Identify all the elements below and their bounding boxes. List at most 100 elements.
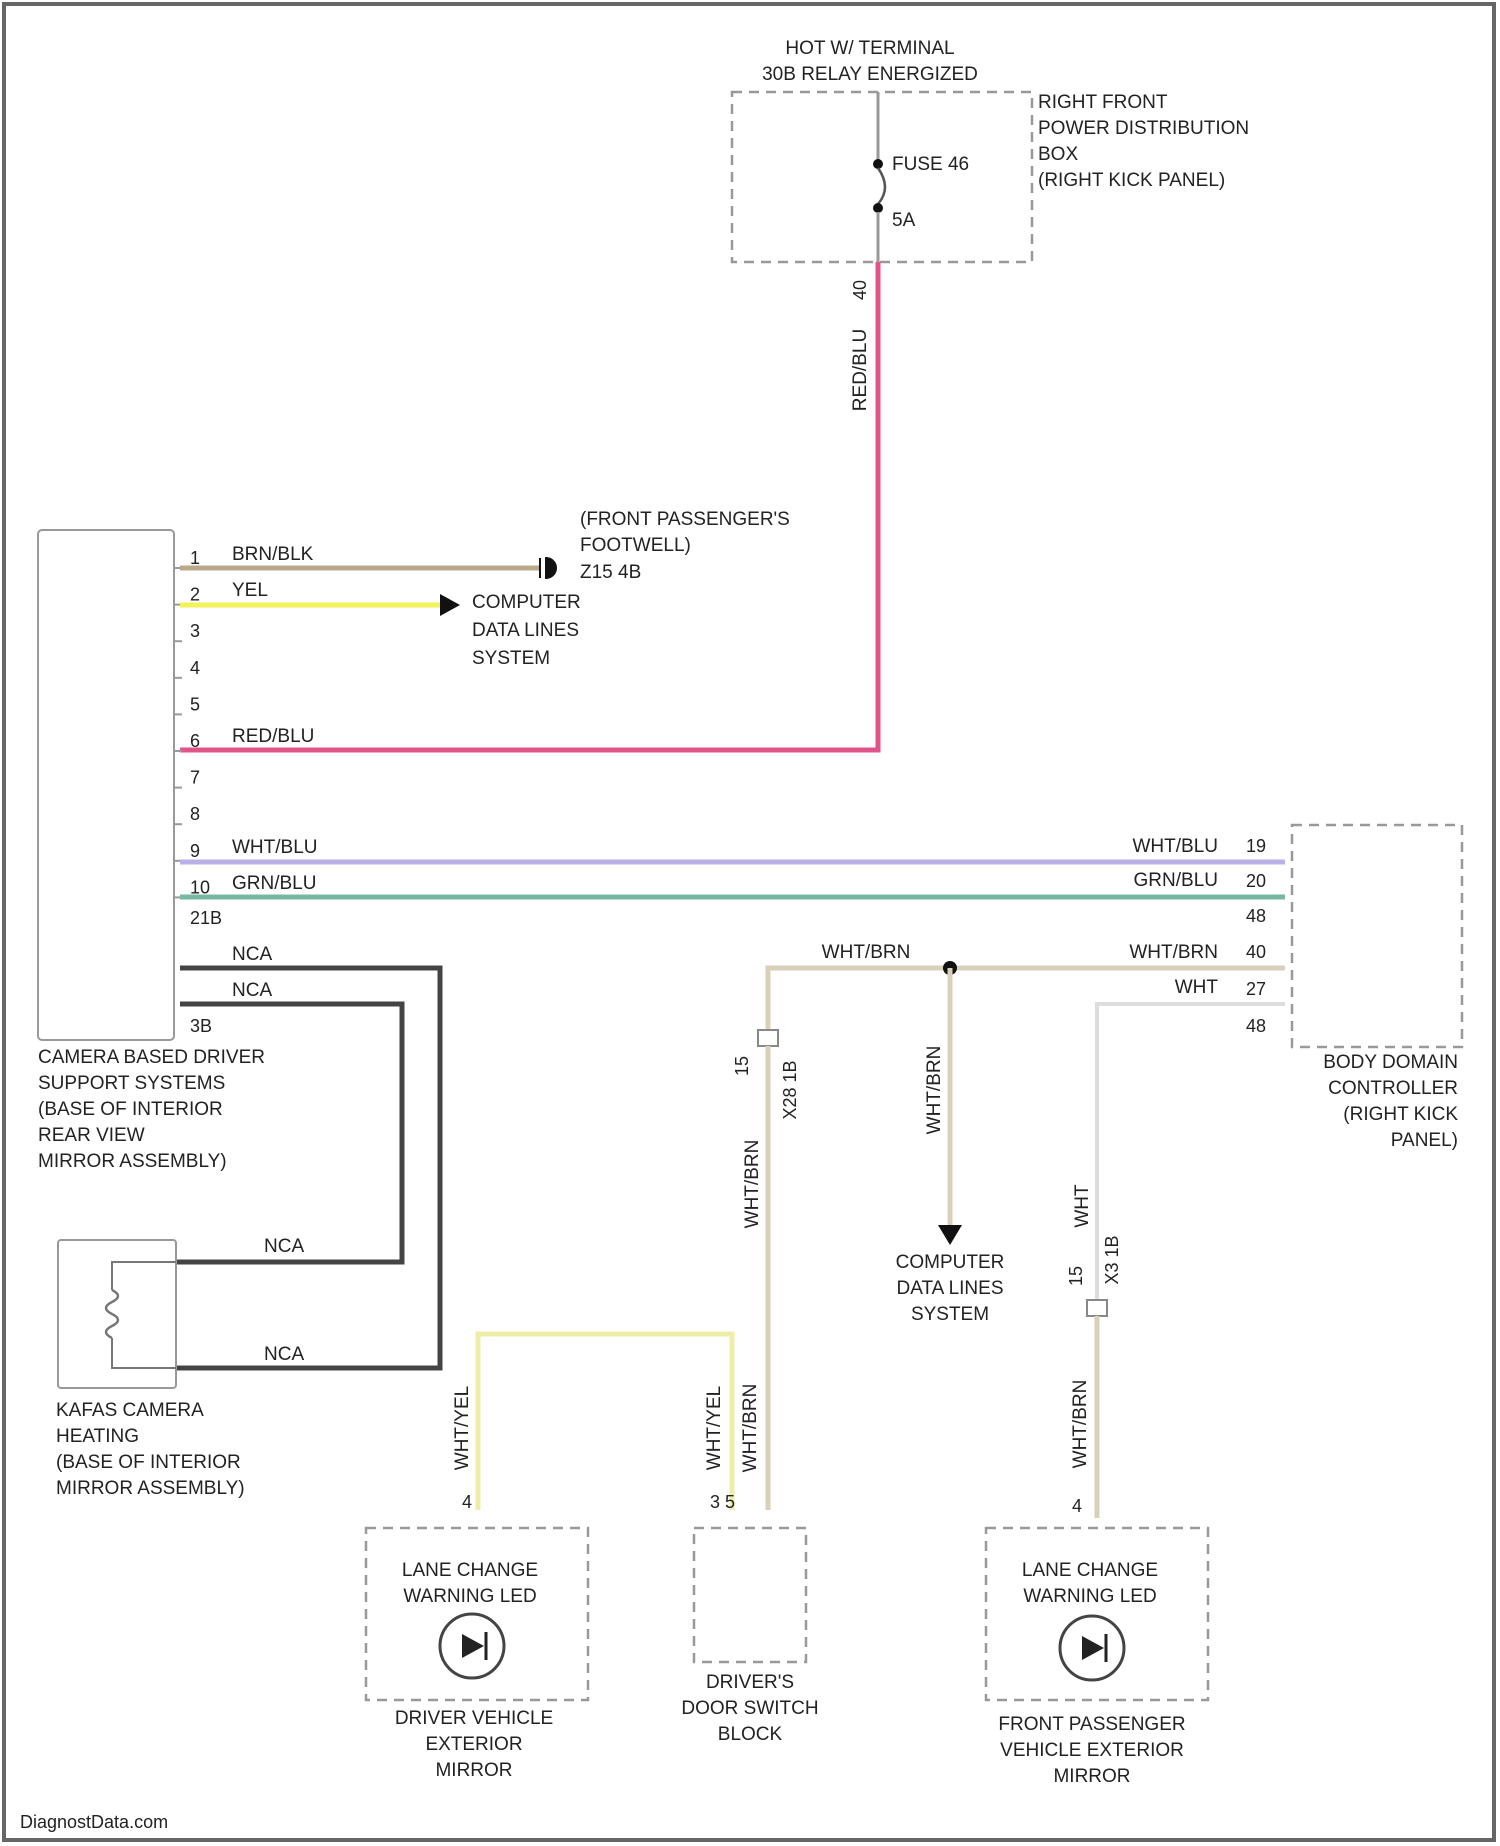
passenger-led-diode-icon	[1082, 1636, 1104, 1660]
bdc-pin-27: 27	[1246, 979, 1266, 999]
power-box-line1: RIGHT FRONT	[1038, 92, 1168, 113]
fuse-terminal-top	[873, 159, 883, 169]
bdc-wire-wht-brn: WHT/BRN	[1129, 942, 1218, 963]
passenger-mirror-inner-line1: LANE CHANGE	[1022, 1560, 1158, 1581]
heater-line2: HEATING	[56, 1426, 139, 1447]
passenger-mirror-outline	[986, 1528, 1208, 1700]
ground-line1: (FRONT PASSENGER'S	[580, 509, 790, 530]
diagram-border	[4, 4, 1494, 1840]
camera-pin-2: 2	[190, 585, 200, 605]
camera-line1: CAMERA BASED DRIVER	[38, 1047, 265, 1068]
bdc-wire-wht-blu: WHT/BLU	[1133, 836, 1219, 857]
camera-line4: REAR VIEW	[38, 1125, 145, 1146]
connector-x28-shape	[758, 1030, 778, 1046]
camera-pin-4: 4	[190, 658, 200, 678]
wire-wht	[1097, 1004, 1285, 1300]
power-box-line2: POWER DISTRIBUTION	[1038, 118, 1249, 139]
passenger-exterior-mirror: 4 LANE CHANGE WARNING LED FRONT PASSENGE…	[986, 1496, 1208, 1787]
wire-red-blu	[180, 262, 878, 750]
fuse-terminal-bottom	[873, 203, 883, 213]
camera-pin-5: 5	[190, 694, 200, 714]
door-switch-line1: DRIVER'S	[706, 1672, 794, 1693]
driver-mirror-inner-line1: LANE CHANGE	[402, 1560, 538, 1581]
watermark: DiagnostData.com	[20, 1812, 168, 1832]
camera-pin-1: 1	[190, 548, 200, 568]
camera-pin-21b: 21B	[190, 908, 222, 928]
passenger-mirror-inner-line2: WARNING LED	[1023, 1586, 1156, 1607]
power-title-line1: HOT W/ TERMINAL	[785, 38, 954, 59]
power-wire-label: RED/BLU	[850, 329, 871, 411]
heater-line1: KAFAS CAMERA	[56, 1400, 204, 1421]
bdc-wire-grn-blu: GRN/BLU	[1134, 870, 1218, 891]
connector-x3-wire-bottom: WHT/BRN	[1070, 1380, 1091, 1469]
wire-label-red-blu: RED/BLU	[232, 726, 314, 747]
bdc-line1: BODY DOMAIN	[1323, 1052, 1458, 1073]
door-switch-outline	[694, 1528, 806, 1662]
camera-module-box	[38, 530, 174, 1040]
wire-label-wht-blu: WHT/BLU	[232, 837, 318, 858]
driver-led-diode-icon	[462, 1634, 484, 1658]
wire-label-nca-2: NCA	[232, 980, 272, 1001]
camera-pin-3b: 3B	[190, 1016, 212, 1036]
power-title-line2: 30B RELAY ENERGIZED	[762, 64, 978, 85]
passenger-mirror-pin: 4	[1072, 1496, 1082, 1516]
camera-pin-10: 10	[190, 877, 210, 897]
passenger-mirror-caption3: MIRROR	[1053, 1766, 1130, 1787]
bdc-wire-wht: WHT	[1175, 977, 1219, 998]
camera-pin-8: 8	[190, 804, 200, 824]
heating-element-icon	[106, 1290, 118, 1338]
connector-x3-id: X3 1B	[1102, 1235, 1122, 1284]
ground-line3: Z15 4B	[580, 562, 641, 583]
bdc-line4: PANEL)	[1391, 1130, 1458, 1151]
data-lines-1-line3: SYSTEM	[472, 648, 550, 669]
camera-pin-9: 9	[190, 841, 200, 861]
bdc-pin-48a: 48	[1246, 906, 1266, 926]
door-switch-wire-right: WHT/BRN	[740, 1384, 761, 1473]
heater-nca-bottom: NCA	[264, 1344, 304, 1365]
heater-line4: MIRROR ASSEMBLY)	[56, 1478, 245, 1499]
fuse-label: FUSE 46	[892, 154, 969, 175]
door-switch-wire-left: WHT/YEL	[704, 1386, 725, 1470]
driver-mirror-inner-line2: WARNING LED	[403, 1586, 536, 1607]
passenger-mirror-caption1: FRONT PASSENGER	[998, 1714, 1185, 1735]
splice-wire-down: WHT/BRN	[924, 1046, 945, 1135]
splice-wire-top: WHT/BRN	[822, 942, 911, 963]
heater-line3: (BASE OF INTERIOR	[56, 1452, 241, 1473]
door-switch-pins: 3 5	[710, 1492, 735, 1512]
data-lines-2-line3: SYSTEM	[911, 1304, 989, 1325]
driver-door-switch-block: 3 5 DRIVER'S DOOR SWITCH BLOCK	[681, 1492, 818, 1745]
driver-exterior-mirror: 4 LANE CHANGE WARNING LED DRIVER VEHICLE…	[366, 1492, 588, 1781]
bdc-pin-40: 40	[1246, 942, 1266, 962]
door-switch-line2: DOOR SWITCH	[681, 1698, 818, 1719]
power-box-line3: BOX	[1038, 144, 1078, 165]
wire-label-grn-blu: GRN/BLU	[232, 873, 316, 894]
heater-nca-top: NCA	[264, 1236, 304, 1257]
passenger-mirror-caption2: VEHICLE EXTERIOR	[1000, 1740, 1184, 1761]
wire-wht-yel	[478, 1334, 732, 1510]
data-lines-2-line1: COMPUTER	[896, 1252, 1005, 1273]
bdc-pin-48b: 48	[1246, 1016, 1266, 1036]
door-switch-line3: BLOCK	[718, 1724, 783, 1745]
connector-x3-pin: 15	[1066, 1266, 1086, 1286]
connector-x3-shape	[1087, 1300, 1107, 1316]
camera-line3: (BASE OF INTERIOR	[38, 1099, 223, 1120]
ground-icon	[540, 558, 556, 578]
camera-pin-6: 6	[190, 731, 200, 751]
arrow-right-icon	[440, 594, 460, 616]
camera-line5: MIRROR ASSEMBLY)	[38, 1151, 227, 1172]
arrow-down-icon	[938, 1225, 962, 1245]
bdc-pin-19: 19	[1246, 836, 1266, 856]
connector-x28-id: X28 1B	[780, 1060, 800, 1119]
connector-x28-wire: WHT/BRN	[742, 1140, 763, 1229]
camera-pin-7: 7	[190, 768, 200, 788]
power-distribution-box: HOT W/ TERMINAL 30B RELAY ENERGIZED RIGH…	[732, 38, 1249, 411]
data-lines-2-line2: DATA LINES	[897, 1278, 1004, 1299]
bdc-line2: CONTROLLER	[1328, 1078, 1458, 1099]
wire-label-brn-blk: BRN/BLK	[232, 544, 314, 565]
driver-mirror-pin: 4	[462, 1492, 472, 1512]
driver-mirror-caption1: DRIVER VEHICLE	[395, 1708, 553, 1729]
driver-mirror-caption2: EXTERIOR	[425, 1734, 522, 1755]
driver-mirror-wire: WHT/YEL	[452, 1386, 473, 1470]
connector-x3-wire-top: WHT	[1072, 1184, 1093, 1228]
